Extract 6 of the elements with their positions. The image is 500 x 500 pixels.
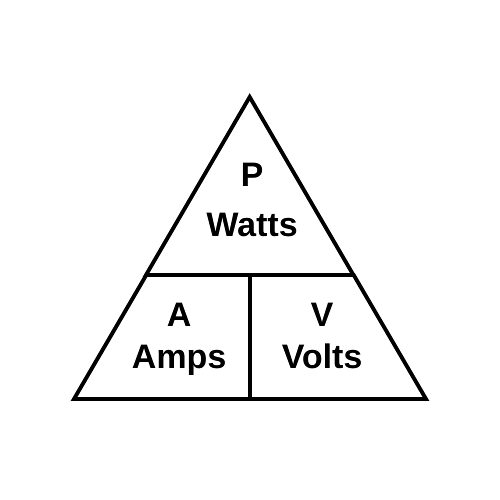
unit-name: Amps (132, 340, 226, 374)
unit-name: Volts (282, 340, 362, 374)
quantity-symbol: A (166, 298, 192, 332)
quantity-symbol: V (310, 298, 334, 332)
unit-name: Watts (206, 208, 298, 242)
quantity-symbol: P (240, 158, 264, 192)
